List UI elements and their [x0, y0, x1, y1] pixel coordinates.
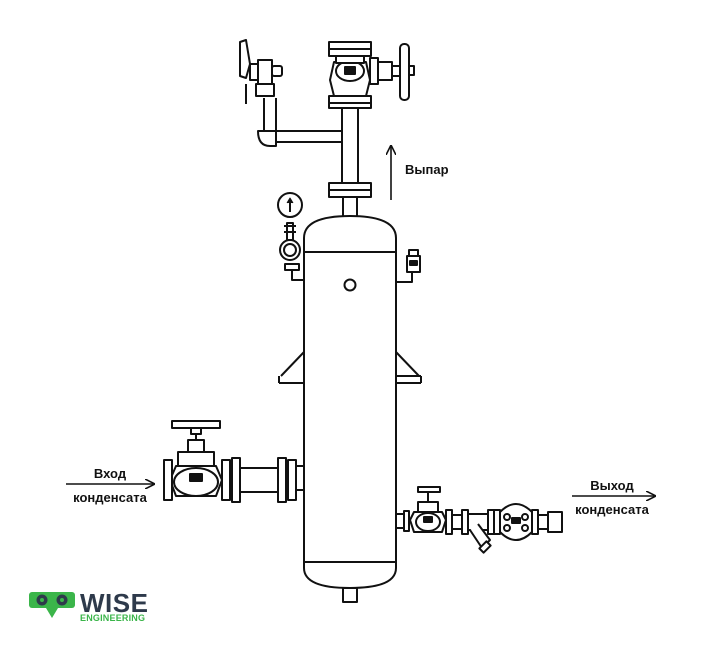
- vapor-label: Выпар: [405, 162, 449, 177]
- wise-logo: WISE ENGINEERING: [28, 590, 178, 626]
- inlet-label-line1: Вход: [93, 466, 127, 481]
- inlet-label-line2: конденсата: [73, 490, 147, 505]
- logo-brand-text: WISE: [80, 588, 149, 618]
- side-branch-valve: [239, 39, 283, 147]
- inlet-assembly: [163, 420, 305, 503]
- logo-sub-text: ENGINEERING: [80, 613, 146, 623]
- pressure-gauge: [277, 192, 304, 281]
- outlet-assembly: [396, 486, 563, 554]
- vapor-valve: [328, 41, 415, 101]
- level-fitting: [396, 249, 421, 283]
- vessel: [278, 215, 422, 603]
- outlet-label-line2: конденсата: [575, 502, 649, 517]
- outlet-label-line1: Выход: [590, 478, 634, 493]
- vapor-pipe-assembly: [269, 95, 372, 221]
- owl-mark-icon: [29, 592, 75, 618]
